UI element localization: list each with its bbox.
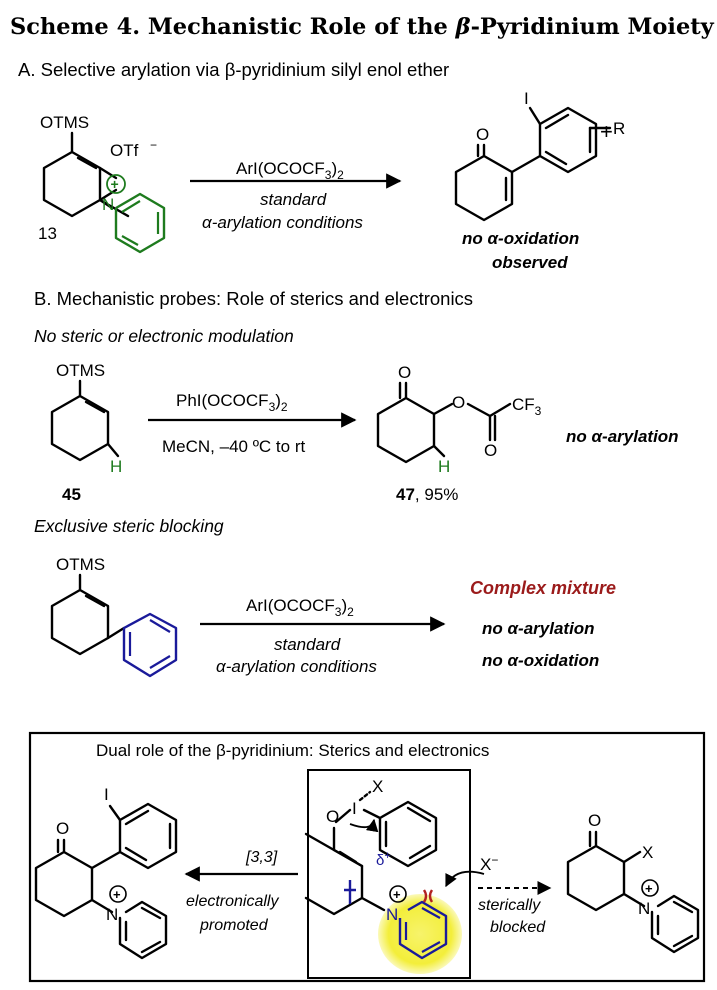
product-a: O I + R no α-oxidation observed xyxy=(454,89,625,272)
mechanism-box xyxy=(28,731,706,983)
result-b2-line3: no α-oxidation xyxy=(482,651,599,670)
scheme-title: Scheme 4. Mechanistic Role of the β-Pyri… xyxy=(10,14,715,40)
svg-text:O: O xyxy=(398,363,411,382)
svg-text:I: I xyxy=(104,785,109,804)
svg-text:+: + xyxy=(111,176,119,192)
svg-text:+: + xyxy=(393,887,401,902)
svg-text:O: O xyxy=(56,819,69,838)
box-right-product: O X + N xyxy=(566,811,700,954)
compound-13: OTMS OTf − + N 13 xyxy=(38,113,166,254)
compound-45: OTMS H 45 xyxy=(50,361,122,504)
box-arrow-left-sub1: electronically xyxy=(186,893,279,910)
section-b-heading: B. Mechanistic probes: Role of sterics a… xyxy=(34,288,473,309)
svg-text:O: O xyxy=(484,441,497,460)
compound-phenyl-enol: OTMS xyxy=(50,555,178,678)
box-left-product: O I + N xyxy=(34,785,178,960)
section-a-heading: A. Selective arylation via β-pyridinium … xyxy=(18,59,449,80)
box-nucleophile: X− xyxy=(480,853,498,874)
result-b2-complex: Complex mixture xyxy=(470,578,616,598)
svg-text:R: R xyxy=(613,119,625,138)
svg-text:47, 95%: 47, 95% xyxy=(396,485,458,504)
svg-text:13: 13 xyxy=(38,224,57,243)
svg-text:OTMS: OTMS xyxy=(56,361,105,380)
svg-text:O: O xyxy=(588,811,601,830)
box-center-intermediate: O I X δ+ + N xyxy=(304,777,485,974)
mechanism-box-heading: Dual role of the β-pyridinium: Sterics a… xyxy=(96,741,489,760)
svg-text:OTMS: OTMS xyxy=(40,113,89,132)
svg-text:I: I xyxy=(524,89,529,108)
svg-text:+: + xyxy=(645,881,653,896)
result-b2-line2: no α-arylation xyxy=(482,619,595,638)
phenyl-ring-blue xyxy=(122,612,178,678)
conditions-a-line2: α-arylation conditions xyxy=(202,213,363,232)
svg-text:−: − xyxy=(150,138,157,152)
svg-text:45: 45 xyxy=(62,485,81,504)
box-arrow-right-sub1: sterically xyxy=(478,897,541,914)
svg-text:O: O xyxy=(326,807,339,826)
svg-text:OTMS: OTMS xyxy=(56,555,105,574)
pyridinium-ring-green: + N xyxy=(102,174,166,254)
svg-text:X: X xyxy=(372,777,383,796)
section-b-sub2: Exclusive steric blocking xyxy=(34,516,224,536)
svg-text:O: O xyxy=(476,125,489,144)
section-b-sub1: No steric or electronic modulation xyxy=(34,326,294,346)
svg-text:N: N xyxy=(106,905,118,924)
svg-text:H: H xyxy=(438,457,450,476)
svg-text:OTf: OTf xyxy=(110,141,139,160)
svg-text:O: O xyxy=(452,393,465,412)
svg-text:N: N xyxy=(638,899,650,918)
box-arrow-left-sub2: promoted xyxy=(199,917,269,934)
conditions-b2-line1: standard xyxy=(274,635,341,654)
svg-text:I: I xyxy=(352,799,357,818)
svg-text:N: N xyxy=(386,905,398,924)
box-arrow-right-sub2: blocked xyxy=(490,919,546,936)
svg-text:δ+: δ+ xyxy=(376,850,391,869)
compound-47: O O O CF3 H 47, 95% xyxy=(376,363,542,504)
result-b1: no α-arylation xyxy=(566,427,679,446)
svg-text:+: + xyxy=(113,887,121,902)
svg-text:CF3: CF3 xyxy=(512,395,542,418)
box-arrow-left-label: [3,3] xyxy=(245,849,278,866)
result-a-line2: observed xyxy=(492,253,568,272)
conditions-b1: MeCN, –40 ºC to rt xyxy=(162,437,305,456)
result-a-line1: no α-oxidation xyxy=(462,229,579,248)
reagent-a: ArI(OCOCF3)2 xyxy=(236,159,344,182)
svg-text:N: N xyxy=(102,195,114,214)
mechanism-inner-box xyxy=(307,769,471,979)
svg-text:H: H xyxy=(110,457,122,476)
conditions-b2-line2: α-arylation conditions xyxy=(216,657,377,676)
svg-text:X: X xyxy=(642,843,653,862)
reagent-b1: PhI(OCOCF3)2 xyxy=(176,391,288,414)
svg-text:+: + xyxy=(600,119,613,144)
reagent-b2: ArI(OCOCF3)2 xyxy=(246,596,354,619)
conditions-a-line1: standard xyxy=(260,190,327,209)
